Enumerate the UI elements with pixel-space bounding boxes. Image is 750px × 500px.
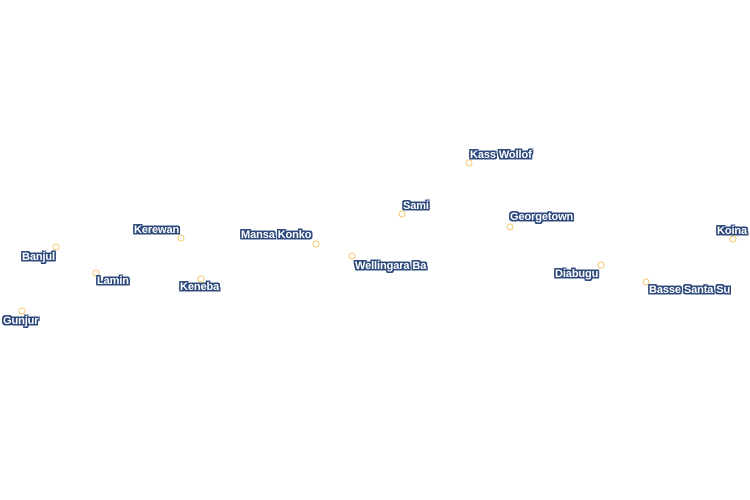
place-label-kass-wollof[interactable]: Kass Wollof [470, 149, 532, 161]
place-marker-koina[interactable] [729, 235, 737, 243]
place-marker-diabugu[interactable] [597, 261, 605, 269]
place-marker-banjul[interactable] [52, 243, 60, 251]
place-marker-lamin[interactable] [92, 269, 100, 277]
place-label-keneba[interactable]: Keneba [180, 281, 220, 293]
place-label-lamin[interactable]: Lamin [97, 275, 129, 287]
place-marker-kass-wollof[interactable] [465, 159, 473, 167]
place-marker-gunjur[interactable] [18, 307, 26, 315]
place-label-gunjur[interactable]: Gunjur [3, 315, 39, 327]
place-marker-sami[interactable] [398, 210, 406, 218]
place-marker-kerewan[interactable] [177, 234, 185, 242]
place-marker-georgetown[interactable] [506, 223, 514, 231]
place-marker-mansa-konko[interactable] [312, 240, 320, 248]
place-label-koina[interactable]: Koina [717, 225, 748, 237]
place-label-diabugu[interactable]: Diabugu [555, 268, 599, 280]
place-marker-wellingara-ba[interactable] [348, 252, 356, 260]
place-label-georgetown[interactable]: Georgetown [510, 211, 574, 223]
place-label-basse-santa-su[interactable]: Basse Santa Su [649, 284, 731, 296]
place-label-mansa-konko[interactable]: Mansa Konko [241, 229, 312, 241]
place-marker-basse-santa-su[interactable] [642, 278, 650, 286]
place-label-wellingara-ba[interactable]: Wellingara Ba [355, 260, 427, 272]
place-label-banjul[interactable]: Banjul [22, 251, 56, 263]
place-marker-keneba[interactable] [197, 275, 205, 283]
place-label-kerewan[interactable]: Kerewan [134, 224, 180, 236]
place-label-sami[interactable]: Sami [403, 200, 429, 212]
